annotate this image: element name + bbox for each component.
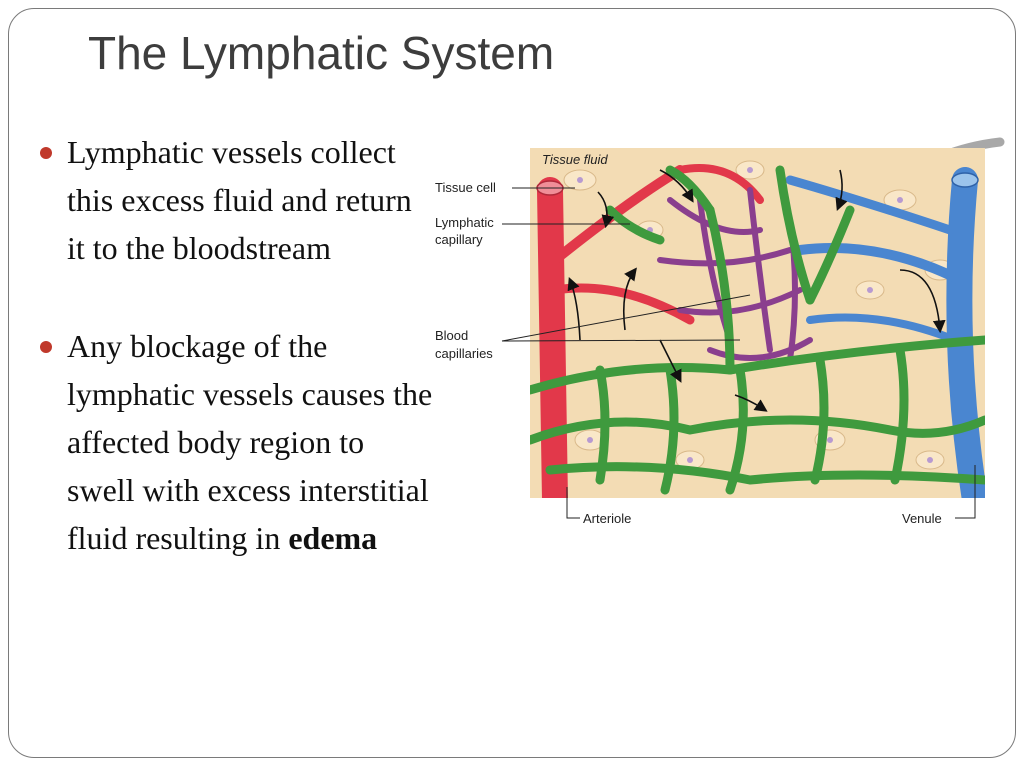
lymphatic-diagram: Tissue fluid Tissue cell Lymphatic capil… [435,148,985,526]
label-lymphatic-capillary: Lymphatic [435,215,494,230]
bullet-item: Any blockage of the lymphatic vessels ca… [36,322,436,562]
label-arteriole: Arteriole [583,511,631,526]
bullet-dot-icon [40,147,52,159]
flow-arrows [567,169,946,412]
label-blood-capillaries-2: capillaries [435,346,493,361]
label-tissue-cell: Tissue cell [435,180,496,195]
bullet-dot-icon [40,341,52,353]
label-blood-capillaries: Blood [435,328,468,343]
label-lymphatic-capillary-2: capillary [435,232,483,247]
bullet-text: Any blockage of the lymphatic vessels ca… [67,328,433,556]
bullet-text: Lymphatic vessels collect this excess fl… [67,134,412,266]
bullet-item: Lymphatic vessels collect this excess fl… [36,128,436,272]
label-pointers [501,187,976,519]
lymphatic-network [530,165,985,495]
bullet-list: Lymphatic vessels collect this excess fl… [36,128,436,562]
bullet-emphasis: edema [288,520,378,556]
label-venule: Venule [902,511,942,526]
label-tissue-fluid: Tissue fluid [542,152,608,167]
slide-title: The Lymphatic System [88,27,555,79]
arteriole-vessel [537,164,764,498]
